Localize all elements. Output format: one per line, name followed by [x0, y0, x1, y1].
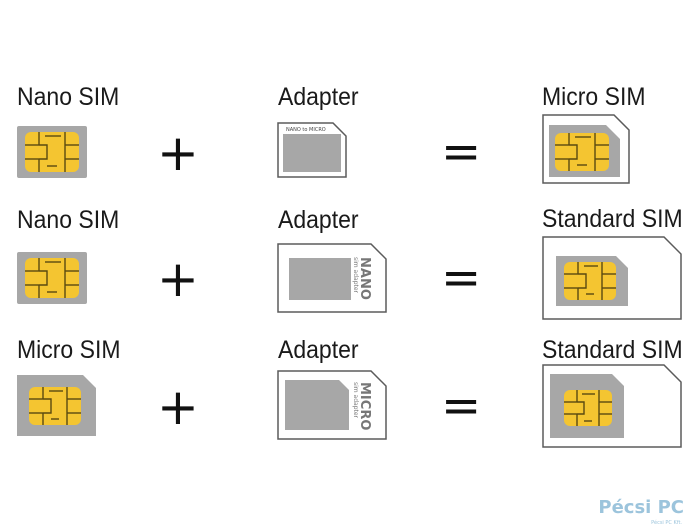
- sim-adapter-icon: MICRO sim adapter: [277, 370, 387, 440]
- row3-input-label: Micro SIM: [17, 336, 121, 364]
- chip-icon: [25, 132, 79, 172]
- row3-adapter-label: Adapter: [278, 336, 359, 364]
- row1-input-label: Nano SIM: [17, 83, 120, 111]
- standard-sim-card-icon: [542, 364, 682, 448]
- row3-result-label: Standard SIM: [542, 336, 683, 364]
- equals-sign: =: [441, 378, 482, 434]
- adapter-text: NANO to MICRO: [286, 127, 326, 133]
- adapter-text-small: sim adapter: [352, 257, 359, 294]
- plus-sign: +: [157, 124, 199, 182]
- brand-logo: Pécsi PC: [598, 497, 684, 518]
- chip-icon: [564, 262, 616, 300]
- adapter-text-big: NANO: [357, 257, 372, 300]
- row2-adapter-label: Adapter: [278, 206, 359, 234]
- brand-logo-subtitle: Pécsi PC Kft.: [651, 520, 682, 526]
- adapter-text-big: MICRO: [357, 382, 372, 430]
- row1-adapter-label: Adapter: [278, 83, 359, 111]
- nano-sim-card-icon: [17, 126, 87, 178]
- standard-sim-card-icon: [542, 236, 682, 320]
- row1-result-label: Micro SIM: [542, 83, 646, 111]
- chip-icon: [25, 258, 79, 298]
- row2-result-label: Standard SIM: [542, 205, 683, 233]
- sim-adapter-icon: NANO to MICRO: [277, 122, 347, 178]
- micro-sim-card-icon: [542, 114, 630, 184]
- equals-sign: =: [441, 124, 482, 180]
- plus-sign: +: [157, 378, 199, 436]
- adapter-text-small: sim adapter: [352, 382, 359, 419]
- sim-adapter-icon: NANO sim adapter: [277, 243, 387, 313]
- chip-icon: [564, 390, 612, 426]
- nano-sim-card-icon: [17, 252, 87, 304]
- chip-icon: [555, 133, 609, 171]
- equals-sign: =: [441, 250, 482, 306]
- row2-input-label: Nano SIM: [17, 206, 120, 234]
- chip-icon: [29, 387, 81, 425]
- micro-sim-card-icon: [17, 375, 96, 436]
- plus-sign: +: [157, 250, 199, 308]
